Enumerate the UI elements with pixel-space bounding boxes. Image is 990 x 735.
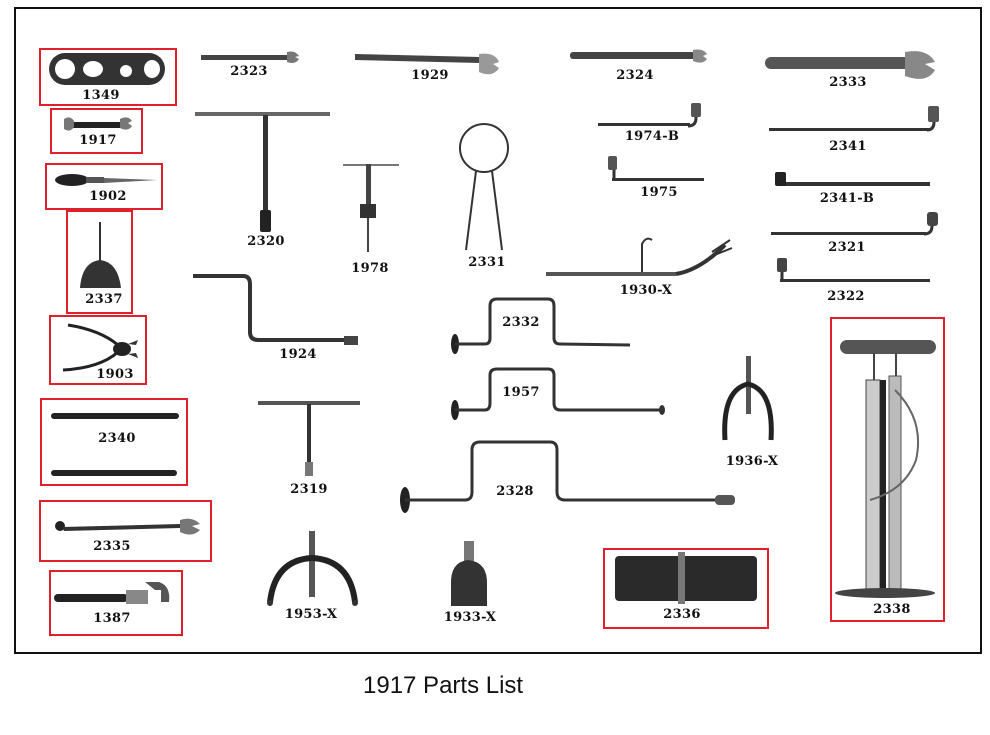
tool-2321-socket-wrench bbox=[771, 212, 938, 236]
part-label-1930x: 1930-X bbox=[619, 283, 673, 298]
part-label-2322: 2322 bbox=[827, 289, 865, 304]
tool-1903-pliers bbox=[62, 323, 138, 372]
tool-1953x-puller bbox=[267, 531, 358, 606]
part-label-1974b: 1974-B bbox=[624, 129, 680, 144]
part-label-2332: 2332 bbox=[502, 315, 540, 330]
part-label-1903: 1903 bbox=[96, 367, 134, 382]
tool-2320-t-wrench bbox=[195, 112, 330, 232]
tool-1957-brace bbox=[451, 367, 665, 420]
part-label-1978: 1978 bbox=[351, 261, 389, 276]
tool-1929-wrench bbox=[355, 53, 499, 75]
tool-1930x-tire-iron bbox=[546, 237, 733, 276]
tool-2336-tool-roll bbox=[615, 552, 757, 604]
tool-2323-wrench bbox=[201, 51, 299, 63]
part-label-2341: 2341 bbox=[829, 139, 867, 154]
part-label-2321: 2321 bbox=[828, 240, 866, 255]
part-label-2333: 2333 bbox=[829, 75, 867, 90]
part-label-2331: 2331 bbox=[468, 255, 506, 270]
tool-2319-t-wrench bbox=[258, 401, 360, 476]
tool-2335-combination-wrench bbox=[55, 518, 200, 535]
tool-1933x-puller bbox=[450, 541, 488, 606]
part-label-2328: 2328 bbox=[496, 484, 534, 499]
parts-catalog-page bbox=[14, 7, 982, 654]
part-label-1936x: 1936-X bbox=[725, 454, 779, 469]
part-label-1924: 1924 bbox=[279, 347, 317, 362]
highlight-box-1349 bbox=[39, 48, 177, 106]
tool-2324-wrench bbox=[570, 49, 707, 63]
tool-1902-screwdriver bbox=[55, 174, 157, 186]
tool-1936x-puller bbox=[722, 356, 774, 441]
part-label-2336: 2336 bbox=[663, 607, 701, 622]
tool-1978-tire-tool bbox=[343, 164, 399, 252]
part-label-1953x: 1953-X bbox=[284, 607, 338, 622]
tool-2328-brace bbox=[400, 440, 735, 513]
part-label-2319: 2319 bbox=[290, 482, 328, 497]
highlight-box-1903 bbox=[49, 315, 147, 385]
highlight-box-2337 bbox=[66, 210, 133, 314]
highlight-box-1902 bbox=[45, 163, 163, 210]
tool-1349-plate-wrench bbox=[49, 53, 165, 85]
part-label-1929: 1929 bbox=[411, 68, 449, 83]
part-label-1349: 1349 bbox=[82, 88, 120, 103]
tool-2332-brace bbox=[451, 297, 631, 354]
part-label-1957: 1957 bbox=[502, 385, 540, 400]
part-label-2340: 2340 bbox=[98, 431, 136, 446]
part-label-1902: 1902 bbox=[89, 189, 127, 204]
highlight-box-2338 bbox=[830, 317, 945, 622]
highlight-box-2336 bbox=[603, 548, 769, 629]
tool-2341b-socket-wrench bbox=[775, 172, 930, 186]
part-label-1933x: 1933-X bbox=[443, 610, 497, 625]
tool-2333-wrench bbox=[765, 51, 935, 79]
highlight-box-1387 bbox=[49, 570, 183, 636]
highlight-box-1917 bbox=[50, 108, 143, 154]
tool-1924-crank bbox=[193, 274, 358, 345]
part-label-2337: 2337 bbox=[85, 292, 123, 307]
part-label-2335: 2335 bbox=[93, 539, 131, 554]
part-label-2341b: 2341-B bbox=[819, 191, 875, 206]
tool-1387-pipe-wrench bbox=[54, 582, 170, 604]
highlight-box-2340 bbox=[40, 398, 188, 486]
tool-2341-socket-wrench bbox=[769, 106, 939, 132]
tool-1917-double-wrench bbox=[64, 117, 132, 131]
part-label-1387: 1387 bbox=[93, 611, 131, 626]
part-label-1917: 1917 bbox=[79, 133, 117, 148]
part-label-2324: 2324 bbox=[616, 68, 654, 83]
part-label-2338: 2338 bbox=[873, 602, 911, 617]
part-label-2323: 2323 bbox=[230, 64, 268, 79]
highlight-box-2335 bbox=[39, 500, 212, 562]
tool-1974b-socket-wrench bbox=[598, 103, 701, 128]
tool-2337-oil-can bbox=[80, 222, 121, 288]
figure-caption: 1917 Parts List bbox=[363, 672, 524, 699]
tool-2331-valve-lifter bbox=[459, 123, 509, 251]
tool-2322-socket-wrench bbox=[777, 258, 930, 282]
part-label-1975: 1975 bbox=[640, 185, 678, 200]
part-label-2320: 2320 bbox=[247, 234, 285, 249]
tool-1975-socket-wrench bbox=[608, 156, 704, 181]
tool-2340-rods bbox=[51, 413, 179, 476]
tool-2338-tire-pump bbox=[835, 340, 936, 598]
